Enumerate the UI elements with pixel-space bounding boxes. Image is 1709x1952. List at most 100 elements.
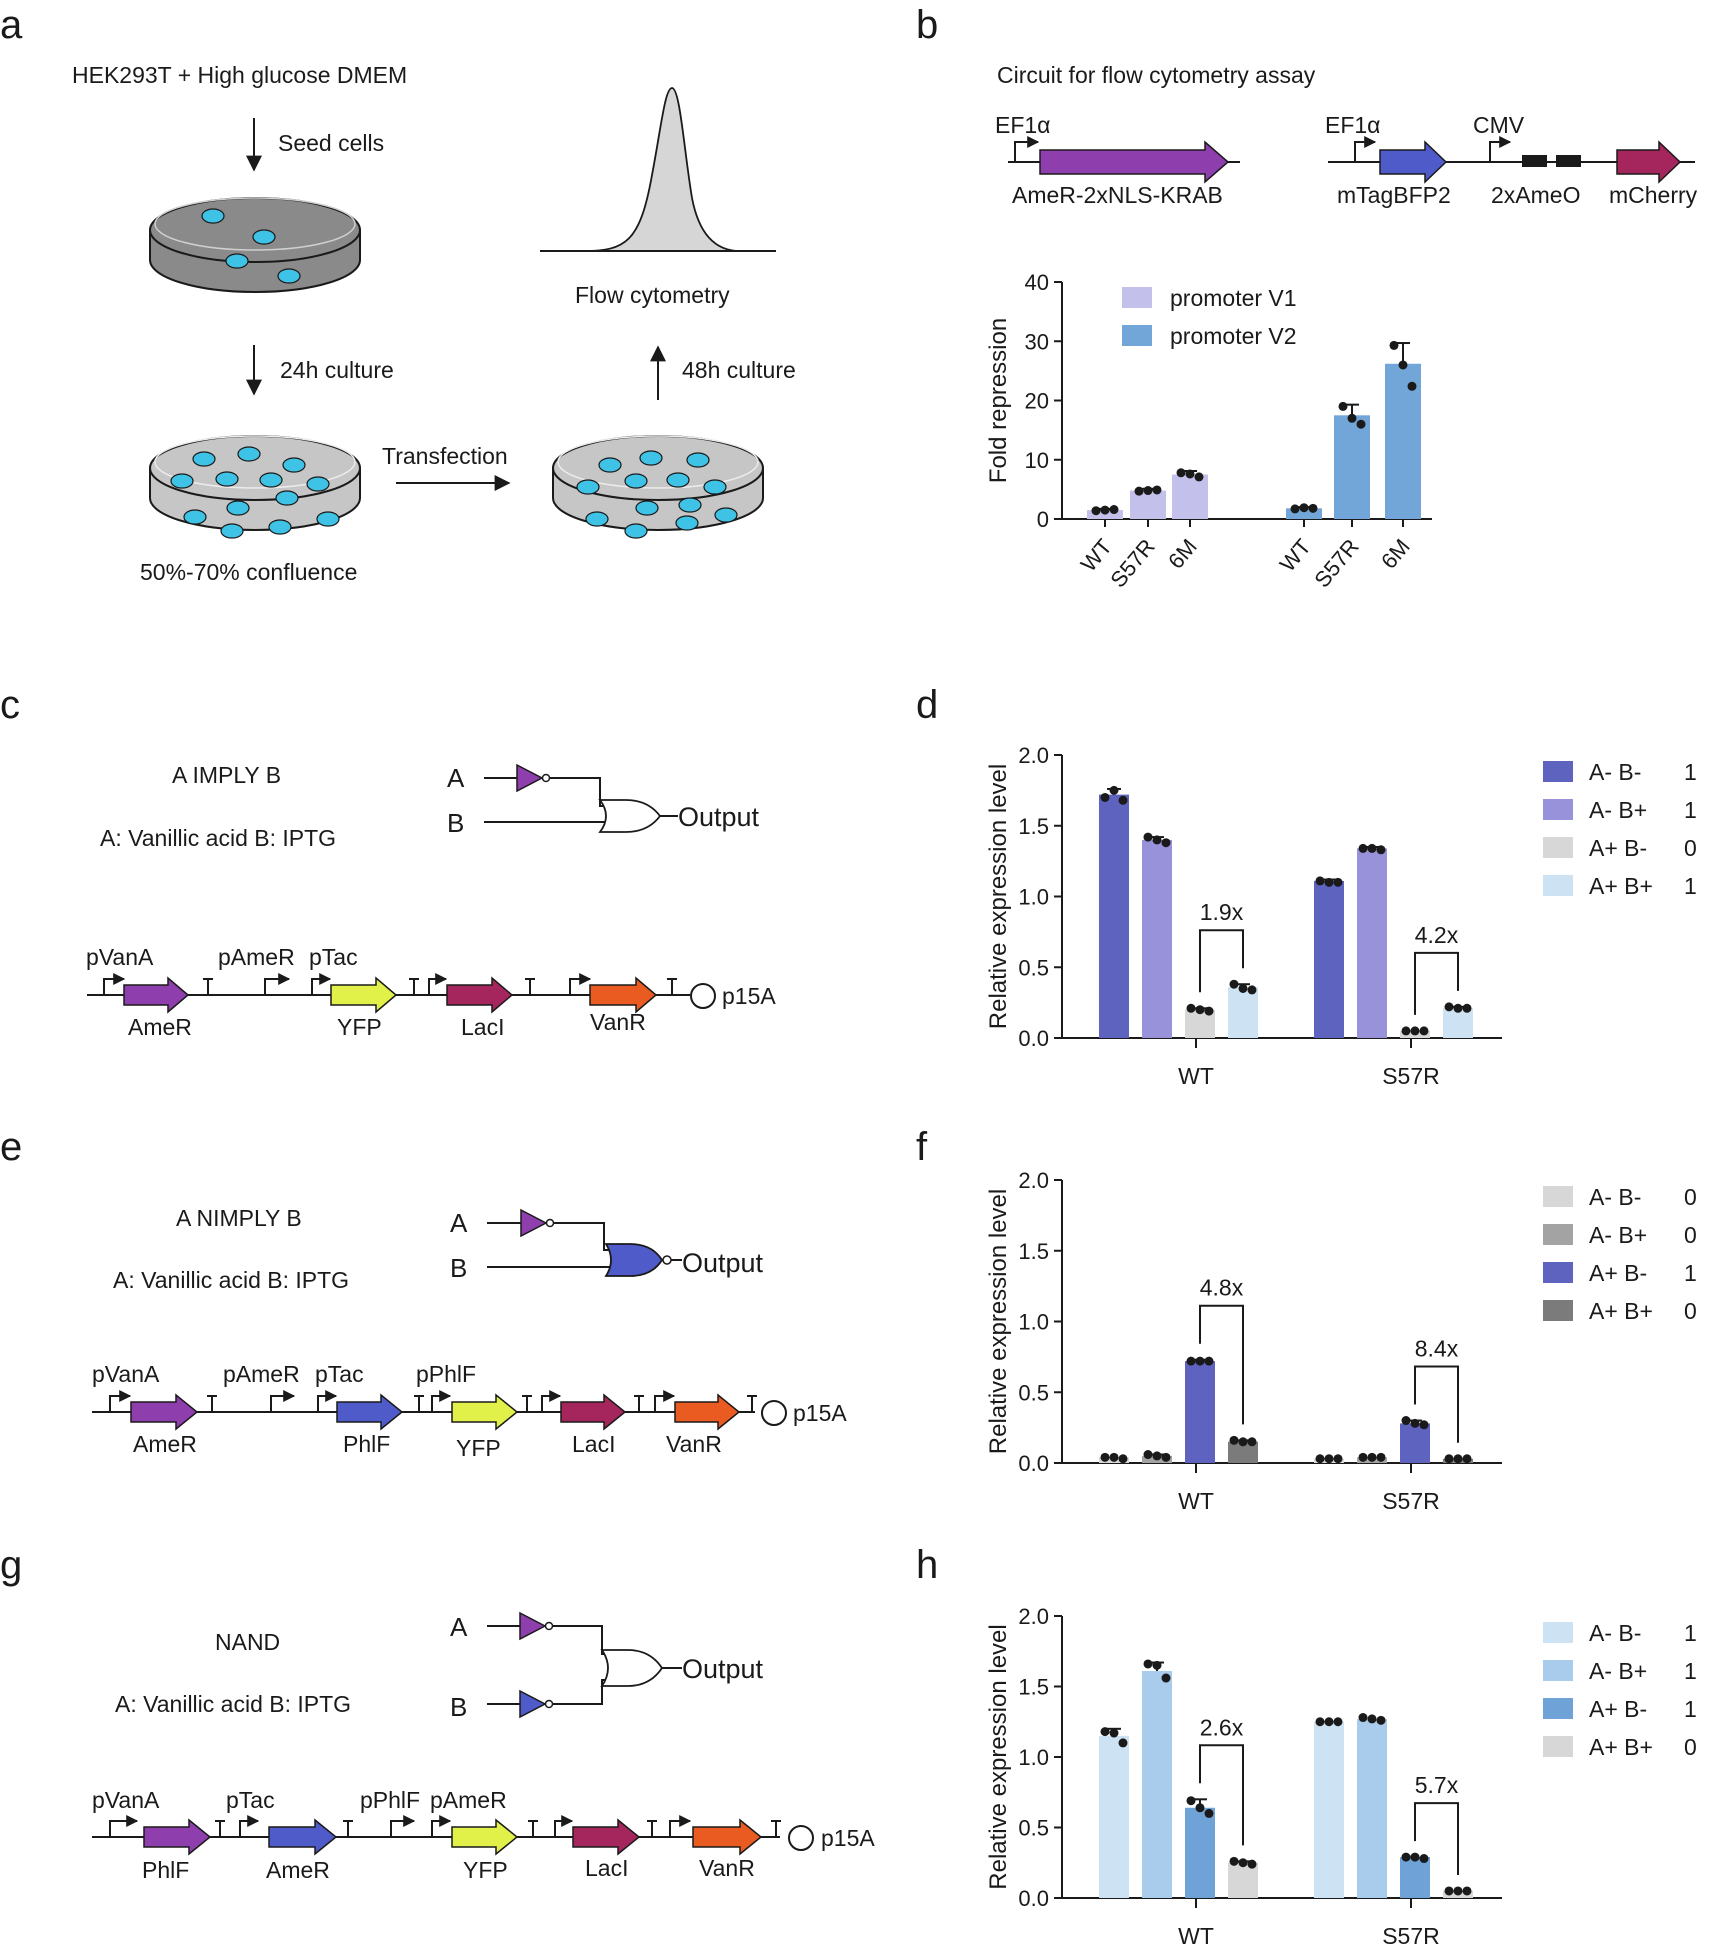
y-tick-label: 0.0 (1018, 1451, 1049, 1476)
seed-label: Seed cells (278, 130, 384, 156)
x-category-label: S57R (1382, 1923, 1440, 1949)
data-point (1100, 505, 1110, 515)
data-point (1118, 795, 1128, 805)
vanr-label: VanR (699, 1855, 755, 1881)
data-point (1143, 1450, 1153, 1460)
legend-swatch (1543, 1300, 1573, 1321)
y-tick-label: 0.5 (1018, 1816, 1049, 1841)
p15a-label: p15A (722, 983, 776, 1009)
bar (1185, 1807, 1215, 1898)
terminator (409, 978, 419, 995)
y-tick-label: 1.0 (1018, 885, 1049, 910)
x-tick-label: 6M (1163, 534, 1202, 573)
bar (1357, 1718, 1387, 1898)
cells-group (170, 446, 340, 539)
mtagbfp2-gene (1379, 140, 1448, 184)
legend-label: A- B+ (1589, 797, 1647, 823)
data-point (1143, 832, 1153, 842)
data-point (1333, 1454, 1343, 1464)
input-description: A: Vanillic acid B: IPTG (113, 1267, 349, 1293)
data-point (1238, 983, 1248, 993)
data-point (1376, 1452, 1386, 1462)
legend-label: A+ B- (1589, 1260, 1647, 1286)
ptac-label: pTac (315, 1361, 364, 1387)
bar (1228, 1862, 1258, 1898)
data-point (1398, 360, 1408, 370)
data-point (1444, 1886, 1454, 1896)
yfp-label: YFP (463, 1857, 508, 1883)
amer-gene (130, 1393, 199, 1431)
data-point (1134, 486, 1144, 496)
bar (1314, 880, 1344, 1038)
legend-output: 0 (1684, 835, 1697, 861)
terminator (525, 978, 535, 995)
laci-gene (560, 1393, 627, 1431)
data-point (1100, 1452, 1110, 1462)
laci-gene (446, 976, 514, 1014)
bar (1172, 474, 1208, 519)
pphlf-label: pPhlF (416, 1361, 476, 1387)
fold-change-label: 2.6x (1200, 1714, 1244, 1740)
amer-gene (268, 1818, 338, 1856)
panel-c-logic: A IMPLY B A: Vanillic acid B: IPTG A B O… (86, 762, 776, 1040)
bar (1142, 1670, 1172, 1898)
legend-swatch (1543, 1224, 1573, 1245)
fold-bracket (1414, 1365, 1459, 1443)
laci-label: LacI (461, 1014, 504, 1040)
y-tick-label: 1.5 (1018, 814, 1049, 839)
legend-label: A- B- (1589, 1184, 1641, 1210)
bar (1228, 1441, 1258, 1463)
panel-b-title: Circuit for flow cytometry assay (997, 62, 1316, 88)
logic-name: A NIMPLY B (176, 1205, 302, 1231)
ameo-site-1 (1522, 155, 1547, 167)
p15a-label: p15A (821, 1825, 875, 1851)
data-point (1358, 843, 1368, 853)
bar (1099, 794, 1129, 1038)
pamer-label: pAmeR (223, 1361, 300, 1387)
data-point (1462, 1454, 1472, 1464)
data-point (1419, 1420, 1429, 1430)
data-point (1109, 1728, 1119, 1738)
legend-label: A- B- (1589, 759, 1641, 785)
flow-label: Flow cytometry (575, 282, 730, 308)
data-point (1186, 1356, 1196, 1366)
pvana-label: pVanA (86, 944, 154, 970)
data-point (1333, 1717, 1343, 1727)
panel-label-d: d (916, 683, 938, 727)
data-point (1401, 1852, 1411, 1862)
legend-label: A+ B+ (1589, 1734, 1653, 1760)
data-point (1152, 485, 1162, 495)
laci-label: LacI (572, 1431, 615, 1457)
data-point (1204, 1356, 1214, 1366)
bar (1385, 363, 1421, 519)
bar (1142, 839, 1172, 1038)
bar (1228, 987, 1258, 1038)
data-point (1204, 1006, 1214, 1016)
yfp-gene (451, 1818, 519, 1856)
y-tick-label: 30 (1025, 329, 1049, 354)
x-tick-label: S57R (1309, 534, 1364, 592)
yfp-label: YFP (456, 1435, 501, 1461)
legend-output: 1 (1684, 1620, 1697, 1646)
legend-swatch (1543, 761, 1573, 782)
y-axis-label: Fold repression (985, 318, 1012, 483)
legend-output: 1 (1684, 759, 1697, 785)
data-point (1118, 1454, 1128, 1464)
legend-swatch (1543, 1186, 1573, 1207)
data-point (1152, 1451, 1162, 1461)
data-point (1376, 845, 1386, 855)
vanr-label: VanR (590, 1009, 646, 1035)
output-label: Output (678, 802, 760, 832)
dish-transfected (552, 435, 764, 539)
amer-label: AmeR (133, 1431, 197, 1457)
ef1a-promoter-1 (1014, 136, 1040, 162)
x-category-label: WT (1178, 1923, 1214, 1949)
legend-label: A+ B+ (1589, 873, 1653, 899)
terminator (528, 1820, 538, 1837)
data-point (1367, 1714, 1377, 1724)
ef1a-label-2: EF1α (1325, 112, 1380, 138)
pvana-label: pVanA (92, 1787, 160, 1813)
bar (1357, 848, 1387, 1038)
bar (1400, 1423, 1430, 1463)
data-point (1229, 979, 1239, 989)
